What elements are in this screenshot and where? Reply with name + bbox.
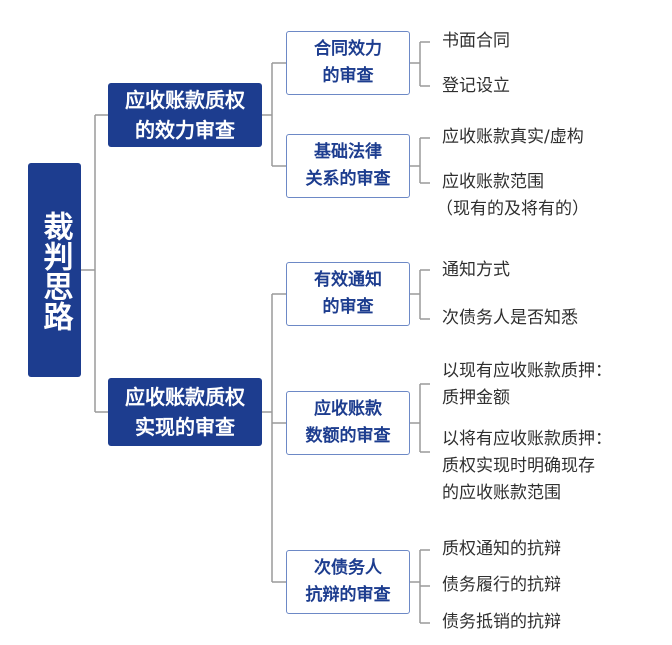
leaf-item: 债务履行的抗辩 <box>442 575 561 595</box>
child-node-amount: 应收账款 数额的审查 <box>286 391 410 455</box>
child-node-line1: 合同效力 <box>314 39 382 59</box>
leaf-item: 质权实现时明确现存 <box>442 456 595 476</box>
child-node-line1: 基础法律 <box>314 142 382 162</box>
branch-node-realization-line2: 实现的审查 <box>135 415 235 439</box>
leaf-item: 以将有应收账款质押： <box>442 429 612 449</box>
child-node-line1: 次债务人 <box>314 558 382 578</box>
leaf-item: 应收账款范围 <box>442 172 544 192</box>
connector-root-branches <box>81 114 108 413</box>
leaf-item: 应收账款真实/虚构 <box>442 127 584 147</box>
leaf-item: 登记设立 <box>442 76 510 96</box>
root-label: 裁判思路 <box>37 211 73 331</box>
child-node-basic-legal-relation: 基础法律 关系的审查 <box>286 134 410 198</box>
connector-child-2-1 <box>410 269 430 320</box>
connector-child-2-2 <box>410 383 430 453</box>
root-node: 裁判思路 <box>28 163 81 377</box>
leaf-item: 次债务人是否知悉 <box>442 308 578 328</box>
child-node-line2: 的审查 <box>322 297 374 317</box>
child-node-line1: 应收账款 <box>314 399 382 419</box>
connector-branch2 <box>262 293 286 583</box>
child-node-line2: 的审查 <box>322 66 374 86</box>
branch-node-realization-line1: 应收账款质权 <box>125 385 245 409</box>
child-node-line2: 关系的审查 <box>305 169 391 189</box>
child-node-line2: 抗辩的审查 <box>305 585 391 605</box>
leaf-item: （现有的及将有的） <box>436 199 589 219</box>
connector-child-1-1 <box>410 41 430 87</box>
branch-node-validity: 应收账款质权 的效力审查 <box>108 83 262 147</box>
leaf-item: 债务抵销的抗辩 <box>442 612 561 632</box>
leaf-item: 以现有应收账款质押： <box>442 361 612 381</box>
child-node-line1: 有效通知 <box>314 270 382 290</box>
leaf-item: 通知方式 <box>442 260 510 280</box>
leaf-item: 质押金额 <box>442 388 510 408</box>
leaf-item: 书面合同 <box>442 31 510 51</box>
connector-child-2-3 <box>410 549 430 624</box>
connector-child-1-2 <box>410 137 430 184</box>
branch-node-validity-line1: 应收账款质权 <box>125 88 245 112</box>
child-node-line2: 数额的审查 <box>305 426 391 446</box>
child-node-effective-notice: 有效通知 的审查 <box>286 262 410 326</box>
child-node-contract-validity: 合同效力 的审查 <box>286 31 410 95</box>
connector-branch1 <box>262 62 286 167</box>
leaf-item: 的应收账款范围 <box>442 483 561 503</box>
child-node-sub-debtor-defense: 次债务人 抗辩的审查 <box>286 550 410 614</box>
branch-node-realization: 应收账款质权 实现的审查 <box>108 378 262 446</box>
leaf-item: 质权通知的抗辩 <box>442 539 561 559</box>
branch-node-validity-line2: 的效力审查 <box>135 118 235 142</box>
